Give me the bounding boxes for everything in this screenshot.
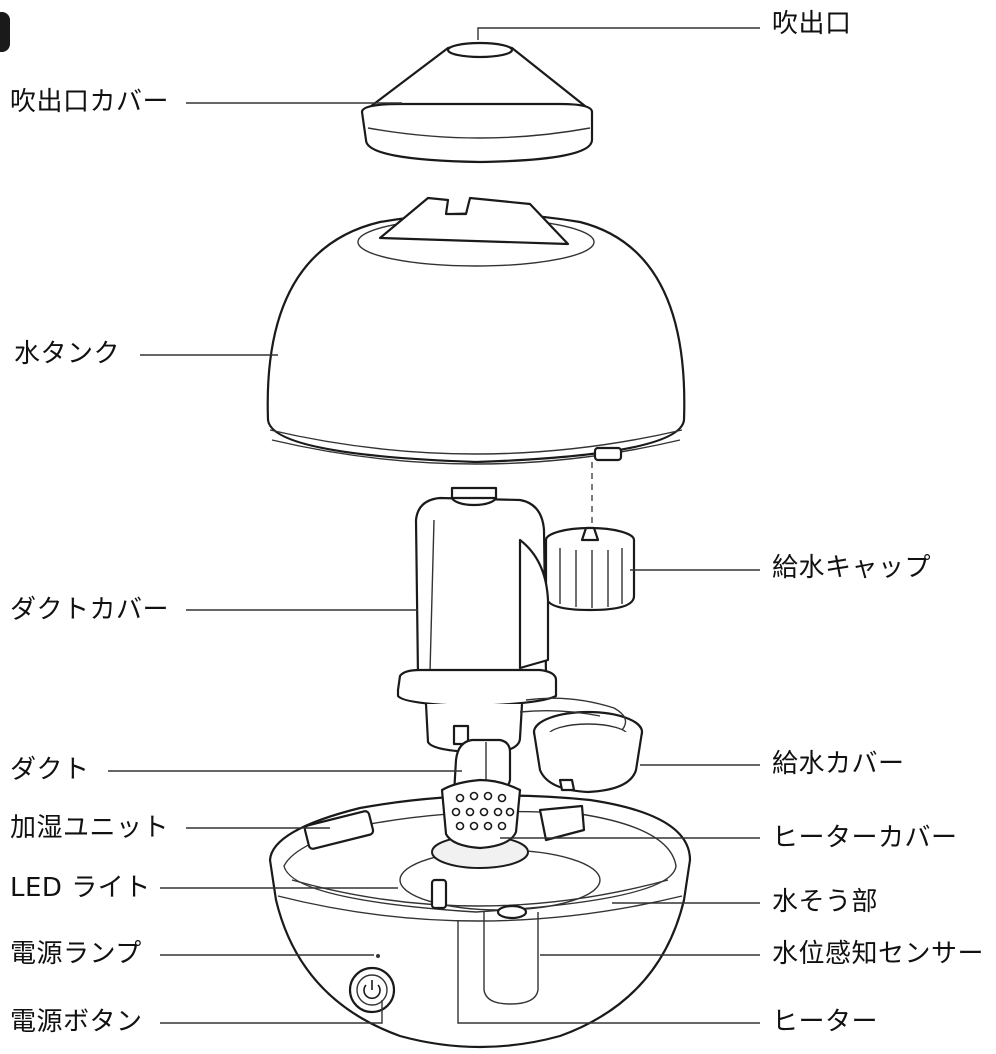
outlet-cover-part — [360, 41, 594, 164]
duct-cover-part — [396, 486, 558, 754]
label-outlet-cover: 吹出口カバー — [10, 87, 170, 117]
corner-badge — [0, 12, 10, 52]
label-heater: ヒーター — [772, 1007, 879, 1037]
label-duct-cover: ダクトカバー — [10, 595, 170, 625]
label-duct: ダクト — [10, 755, 90, 785]
label-water-cap: 給水キャップ — [772, 553, 932, 583]
label-water-tank: 水タンク — [14, 339, 121, 369]
base-part — [268, 778, 692, 1049]
water-cap-part — [544, 526, 636, 612]
label-water-level-sensor: 水位感知センサー — [772, 939, 985, 969]
water-supply-cover-part — [532, 710, 644, 794]
label-led-light: LED ライト — [10, 873, 151, 903]
water-tank-part — [266, 196, 686, 465]
label-outlet: 吹出口 — [772, 9, 852, 39]
label-heater-cover: ヒーターカバー — [772, 823, 958, 853]
label-humidifier-unit: 加湿ユニット — [10, 813, 170, 843]
label-power-lamp: 電源ランプ — [10, 939, 142, 969]
label-water-supply-cover: 給水カバー — [772, 749, 905, 779]
label-power-button: 電源ボタン — [10, 1007, 143, 1037]
label-water-basin: 水そう部 — [772, 887, 879, 917]
